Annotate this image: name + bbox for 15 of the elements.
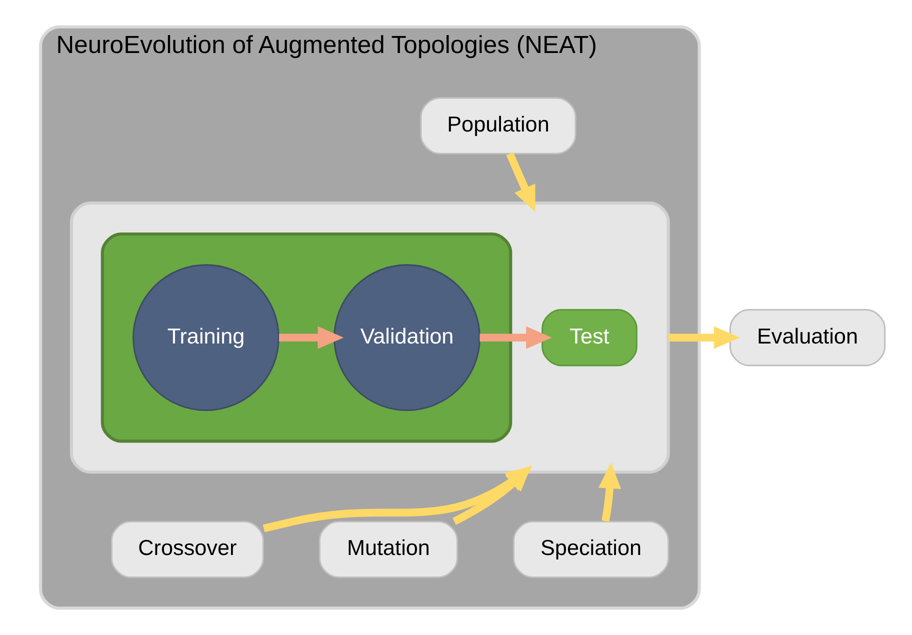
node-box: Test	[541, 309, 637, 366]
arrow	[598, 462, 620, 522]
node-circle: Validation	[333, 264, 480, 412]
node-box: Crossover	[110, 520, 264, 578]
arrow	[278, 326, 344, 349]
node-box: Evaluation	[728, 309, 886, 366]
node-box: Mutation	[318, 520, 458, 578]
node-circle: Training	[132, 264, 279, 412]
node-box: Population	[420, 97, 576, 154]
cluster	[69, 202, 670, 474]
arrow	[479, 326, 552, 349]
cluster	[100, 232, 512, 443]
node-box: Speciation	[512, 520, 669, 578]
arrow	[506, 152, 535, 212]
arrow	[668, 326, 740, 349]
